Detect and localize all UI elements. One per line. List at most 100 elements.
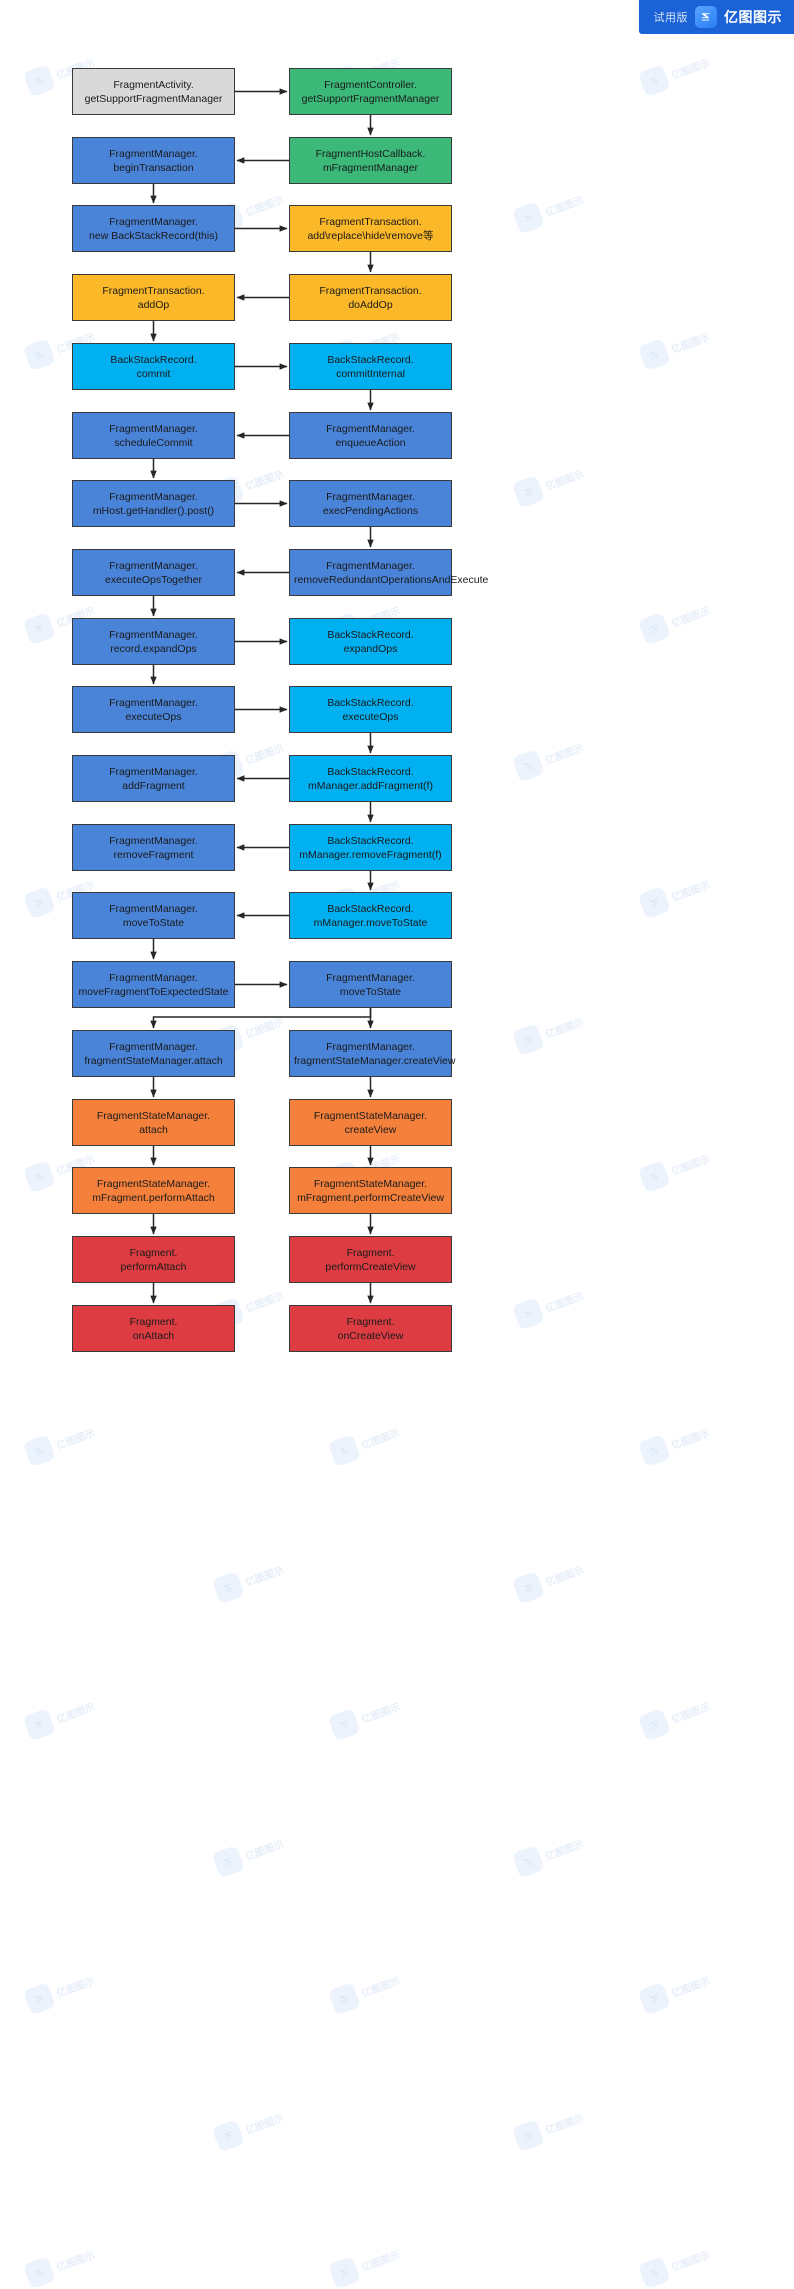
node-line-2: performAttach — [120, 1260, 187, 1273]
node-line-2: executeOps — [342, 710, 399, 723]
flow-node-n3[interactable]: FragmentManager.beginTransaction — [72, 137, 235, 184]
node-line-1: FragmentStateManager. — [313, 1109, 428, 1122]
flow-node-n17[interactable]: FragmentManager.record.expandOps — [72, 618, 235, 665]
node-line-1: FragmentManager. — [109, 559, 198, 572]
watermark: 亿图图示 — [637, 2241, 714, 2289]
node-line-1: FragmentManager. — [109, 147, 198, 160]
flow-node-n22[interactable]: BackStackRecord.mManager.addFragment(f) — [289, 755, 452, 802]
flow-node-n12[interactable]: FragmentManager.enqueueAction — [289, 412, 452, 459]
node-line-1: FragmentHostCallback. — [315, 147, 426, 160]
node-line-1: FragmentStateManager. — [96, 1109, 211, 1122]
node-line-2: commit — [136, 367, 171, 380]
node-line-2: createView — [344, 1123, 397, 1136]
node-line-1: FragmentTransaction. — [319, 284, 422, 297]
flow-node-n23[interactable]: FragmentManager.removeFragment — [72, 824, 235, 871]
node-line-1: FragmentTransaction. — [319, 215, 422, 228]
flow-node-n25[interactable]: FragmentManager.moveToState — [72, 892, 235, 939]
flow-node-n13[interactable]: FragmentManager.mHost.getHandler().post(… — [72, 480, 235, 527]
flow-node-n26[interactable]: BackStackRecord.mManager.moveToState — [289, 892, 452, 939]
node-line-2: addFragment — [122, 779, 185, 792]
node-line-2: onAttach — [132, 1329, 175, 1342]
node-line-1: FragmentManager. — [109, 215, 198, 228]
node-line-1: Fragment. — [346, 1315, 395, 1328]
flow-node-n35[interactable]: Fragment.performAttach — [72, 1236, 235, 1283]
node-line-2: mFragment.performAttach — [92, 1191, 215, 1204]
node-line-1: FragmentManager. — [109, 422, 198, 435]
flow-node-n21[interactable]: FragmentManager.addFragment — [72, 755, 235, 802]
edraw-watermark-icon — [327, 2256, 362, 2289]
node-line-1: FragmentManager. — [109, 1040, 198, 1053]
node-line-1: FragmentManager. — [109, 696, 198, 709]
node-line-2: mHost.getHandler().post() — [92, 504, 215, 517]
node-line-1: Fragment. — [129, 1315, 178, 1328]
node-line-1: FragmentManager. — [109, 490, 198, 503]
flow-node-n16[interactable]: FragmentManager.removeRedundantOperation… — [289, 549, 489, 596]
node-line-1: FragmentManager. — [326, 1040, 415, 1053]
flow-node-n1[interactable]: FragmentActivity.getSupportFragmentManag… — [72, 68, 235, 115]
flow-node-n14[interactable]: FragmentManager.execPendingActions — [289, 480, 452, 527]
node-line-1: FragmentManager. — [326, 971, 415, 984]
node-line-2: addOp — [137, 298, 170, 311]
flow-node-n36[interactable]: Fragment.performCreateView — [289, 1236, 452, 1283]
node-line-1: FragmentStateManager. — [313, 1177, 428, 1190]
node-line-1: FragmentManager. — [326, 422, 415, 435]
trial-label: 试用版 — [653, 12, 688, 24]
node-line-1: BackStackRecord. — [327, 696, 414, 709]
flow-node-n6[interactable]: FragmentTransaction.add\replace\hide\rem… — [289, 205, 452, 252]
flow-node-n18[interactable]: BackStackRecord.expandOps — [289, 618, 452, 665]
node-line-2: removeFragment — [113, 848, 194, 861]
flow-node-n33[interactable]: FragmentStateManager.mFragment.performAt… — [72, 1167, 235, 1214]
node-line-1: FragmentManager. — [109, 765, 198, 778]
node-line-1: FragmentManager. — [109, 902, 198, 915]
node-line-1: Fragment. — [346, 1246, 395, 1259]
node-line-2: mFragmentManager — [322, 161, 419, 174]
node-line-2: execPendingActions — [322, 504, 419, 517]
flow-node-n31[interactable]: FragmentStateManager.attach — [72, 1099, 235, 1146]
node-line-1: FragmentManager. — [109, 834, 198, 847]
node-line-2: attach — [139, 1123, 168, 1136]
flow-node-n9[interactable]: BackStackRecord.commit — [72, 343, 235, 390]
flow-node-n8[interactable]: FragmentTransaction.doAddOp — [289, 274, 452, 321]
flow-node-n34[interactable]: FragmentStateManager.mFragment.performCr… — [289, 1167, 452, 1214]
watermark: 亿图图示 — [327, 2241, 404, 2289]
node-line-2: moveFragmentToExpectedState — [78, 985, 229, 998]
node-line-2: mManager.addFragment(f) — [308, 779, 433, 792]
node-line-2: getSupportFragmentManager — [84, 92, 223, 105]
flow-node-n32[interactable]: FragmentStateManager.createView — [289, 1099, 452, 1146]
node-line-2: beginTransaction — [113, 161, 194, 174]
node-line-1: BackStackRecord. — [110, 353, 197, 366]
flow-node-n19[interactable]: FragmentManager.executeOps — [72, 686, 235, 733]
node-line-2: mFragment.performCreateView — [297, 1191, 444, 1204]
node-line-2: fragmentStateManager.attach — [84, 1054, 223, 1067]
node-line-2: performCreateView — [325, 1260, 416, 1273]
flow-node-n30[interactable]: FragmentManager.fragmentStateManager.cre… — [289, 1030, 455, 1077]
edraw-watermark-icon — [637, 2256, 672, 2289]
flow-node-n10[interactable]: BackStackRecord.commitInternal — [289, 343, 452, 390]
flow-node-n29[interactable]: FragmentManager.fragmentStateManager.att… — [72, 1030, 235, 1077]
node-line-1: FragmentManager. — [109, 971, 198, 984]
brand-name: 亿图图示 — [724, 9, 782, 25]
flow-node-n4[interactable]: FragmentHostCallback.mFragmentManager — [289, 137, 452, 184]
node-line-2: removeRedundantOperationsAndExecute — [294, 573, 489, 586]
flow-node-n28[interactable]: FragmentManager.moveToState — [289, 961, 452, 1008]
node-line-2: getSupportFragmentManager — [301, 92, 440, 105]
flow-node-n5[interactable]: FragmentManager.new BackStackRecord(this… — [72, 205, 235, 252]
node-line-2: mManager.removeFragment(f) — [299, 848, 442, 861]
node-line-1: Fragment. — [129, 1246, 178, 1259]
flow-node-n38[interactable]: Fragment.onCreateView — [289, 1305, 452, 1352]
flow-node-n20[interactable]: BackStackRecord.executeOps — [289, 686, 452, 733]
node-line-1: FragmentManager. — [109, 628, 198, 641]
flow-node-n15[interactable]: FragmentManager.executeOpsTogether — [72, 549, 235, 596]
flow-node-n24[interactable]: BackStackRecord.mManager.removeFragment(… — [289, 824, 452, 871]
flow-node-n11[interactable]: FragmentManager.scheduleCommit — [72, 412, 235, 459]
edraw-logo-icon — [695, 6, 717, 28]
node-line-2: doAddOp — [348, 298, 393, 311]
brand-badge[interactable]: 试用版 亿图图示 — [639, 0, 794, 34]
flow-node-n2[interactable]: FragmentController.getSupportFragmentMan… — [289, 68, 452, 115]
node-line-2: executeOps — [125, 710, 182, 723]
flow-node-n37[interactable]: Fragment.onAttach — [72, 1305, 235, 1352]
node-line-1: BackStackRecord. — [327, 628, 414, 641]
flow-node-n7[interactable]: FragmentTransaction.addOp — [72, 274, 235, 321]
flow-node-n27[interactable]: FragmentManager.moveFragmentToExpectedSt… — [72, 961, 235, 1008]
